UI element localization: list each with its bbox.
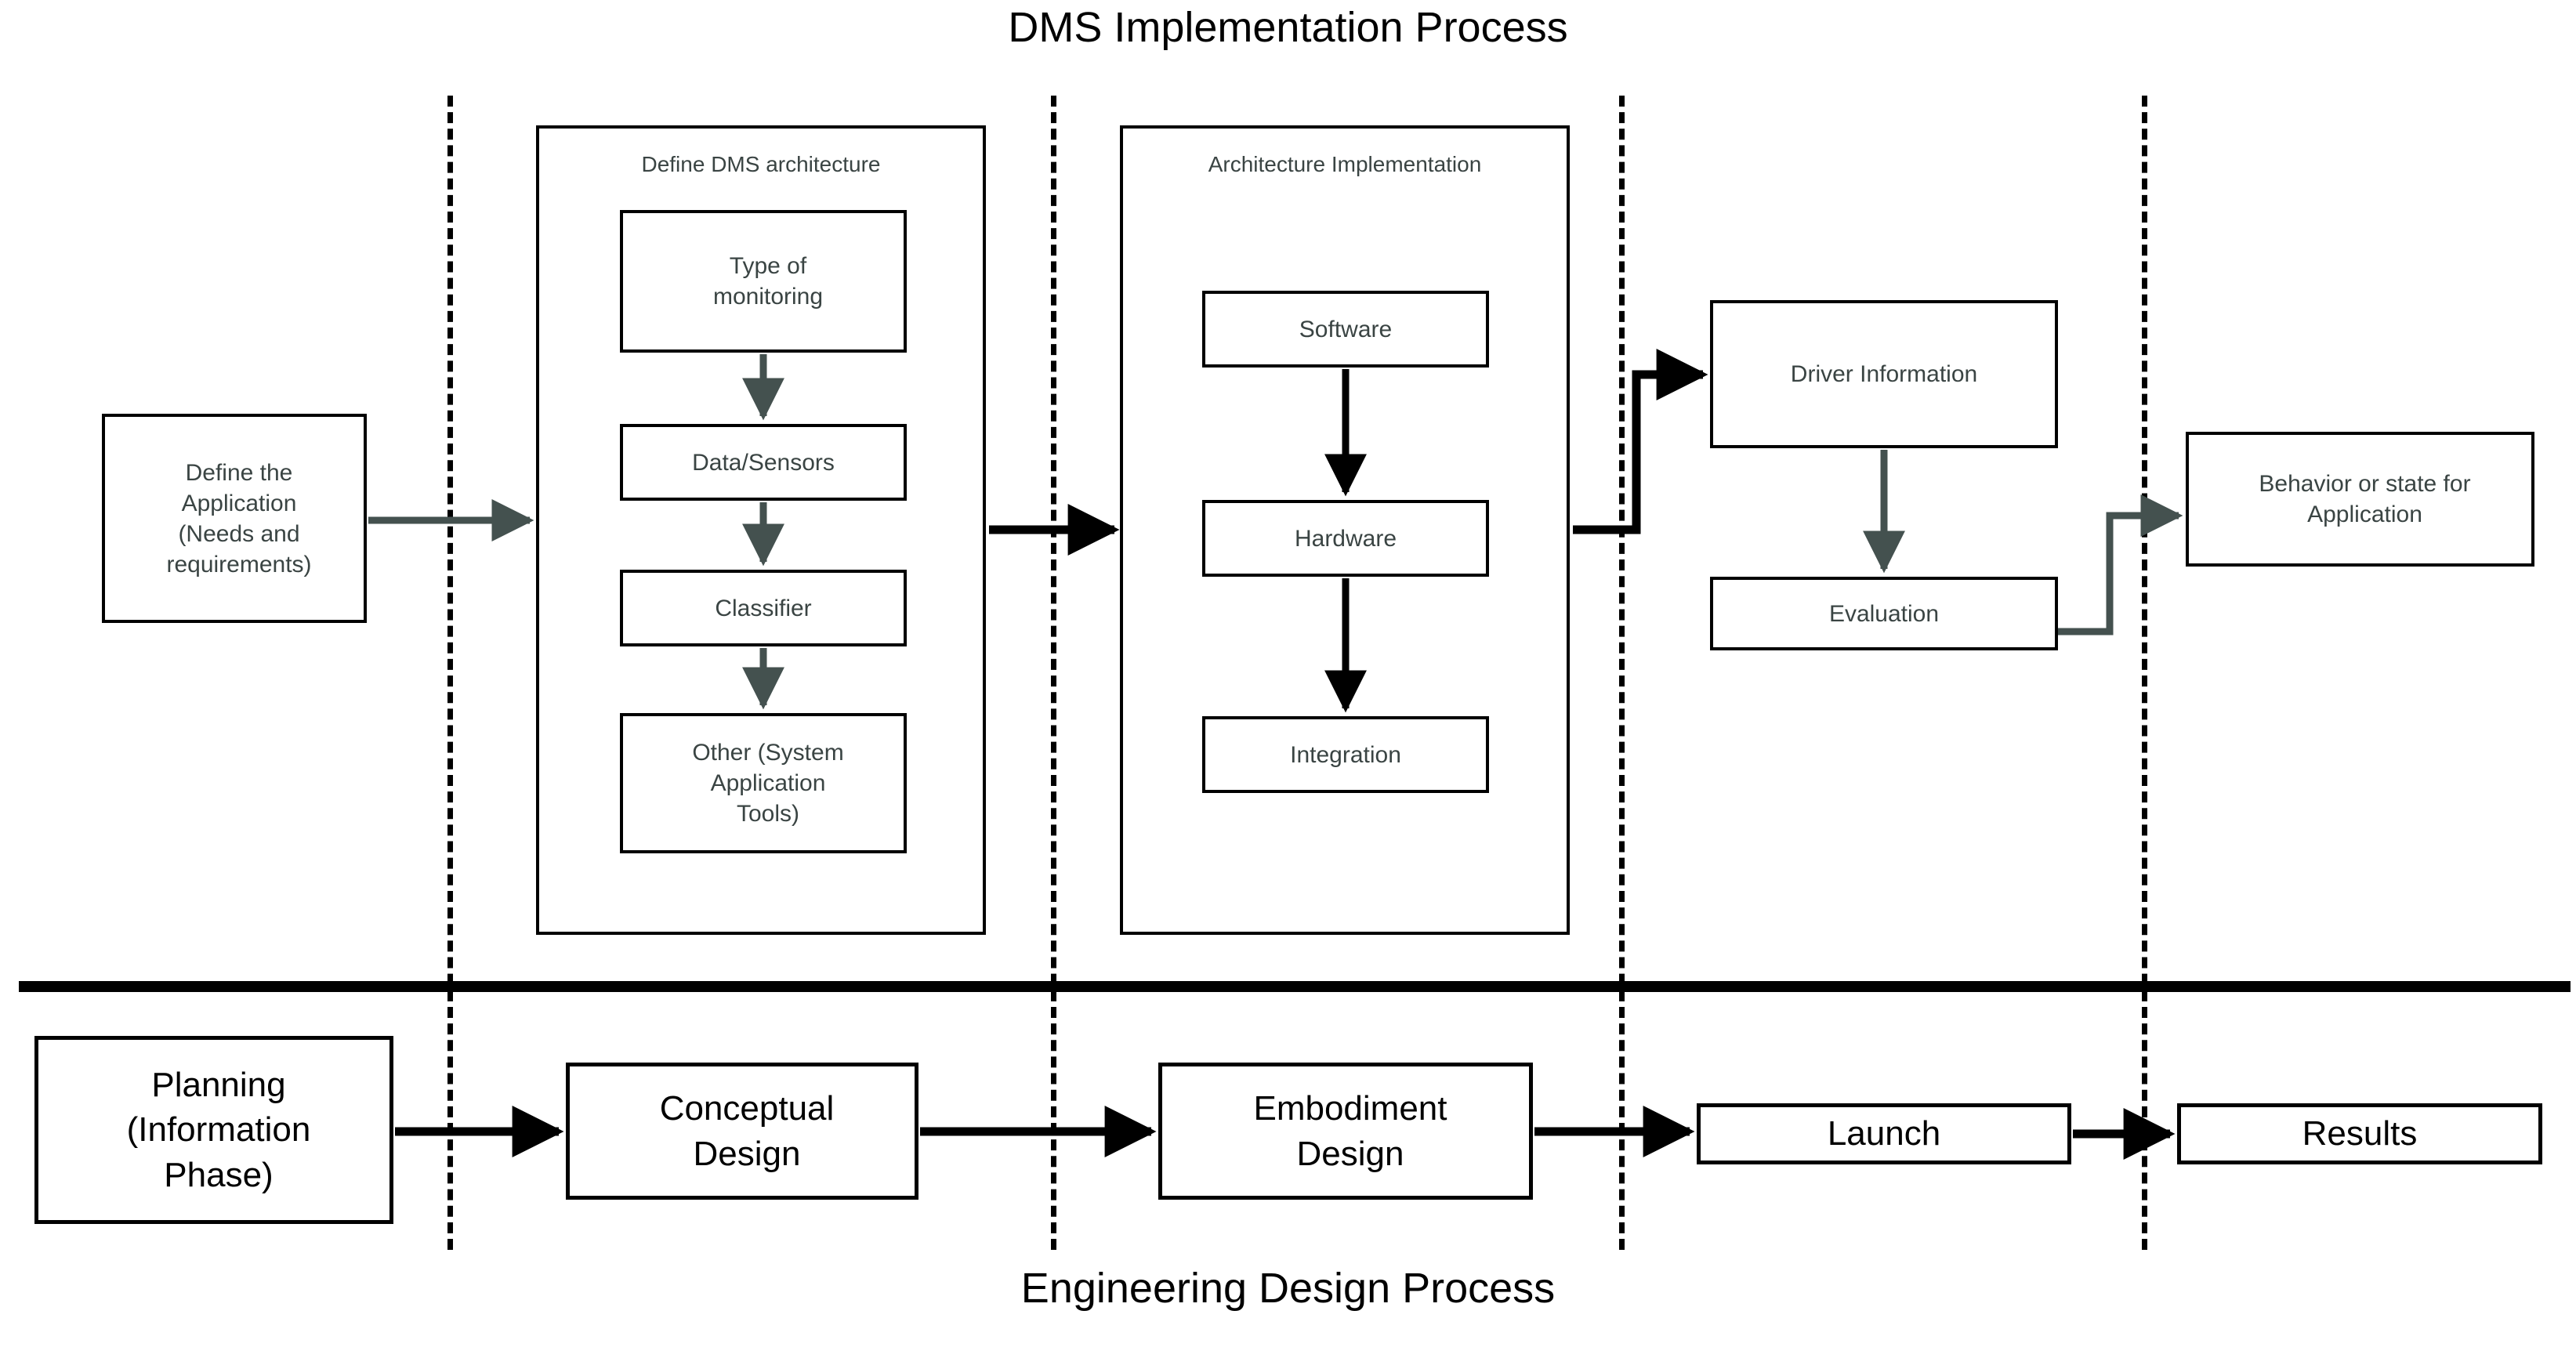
box-line: (Information [126, 1110, 311, 1150]
box-driver-information[interactable]: Driver Information [1710, 300, 2058, 448]
box-line: Results [2302, 1114, 2418, 1153]
arrow-evaluation-to-behavior [2058, 494, 2183, 635]
box-line: Other (System [692, 740, 844, 766]
box-line: Planning [151, 1066, 286, 1105]
box-line: (Needs and [178, 520, 300, 547]
box-hardware[interactable]: Hardware [1202, 500, 1489, 577]
box-line: Driver Information [1790, 361, 1978, 387]
page-title-bottom: Engineering Design Process [1020, 1265, 1556, 1312]
box-evaluation[interactable]: Evaluation [1710, 577, 2058, 650]
box-launch[interactable]: Launch [1697, 1103, 2071, 1164]
box-line: Phase) [164, 1155, 274, 1194]
box-line: Type of [729, 253, 807, 279]
box-line: Software [1299, 316, 1393, 342]
box-data-sensors[interactable]: Data/Sensors [620, 424, 907, 501]
box-line: Embodiment [1253, 1089, 1447, 1128]
box-line: Conceptual [659, 1089, 835, 1128]
box-line: Launch [1827, 1114, 1941, 1153]
box-define-application[interactable]: Define the Application (Needs and requir… [102, 414, 367, 623]
box-line: Integration [1290, 741, 1401, 768]
box-integration[interactable]: Integration [1202, 716, 1489, 793]
box-line: Application [2307, 502, 2422, 527]
box-type-of-monitoring[interactable]: Type of monitoring [620, 210, 907, 353]
group-title-define-dms-architecture: Define DMS architecture [641, 152, 881, 176]
box-software[interactable]: Software [1202, 291, 1489, 368]
box-conceptual-design[interactable]: Conceptual Design [566, 1063, 918, 1200]
box-line: Classifier [715, 595, 812, 621]
box-line: Tools) [736, 801, 800, 827]
box-line: requirements) [166, 551, 312, 578]
box-line: Evaluation [1828, 600, 1940, 627]
phase-separator-1 [447, 96, 453, 1250]
page-title-top: DMS Implementation Process [1008, 4, 1568, 51]
phase-separator-4 [2142, 96, 2147, 1250]
box-classifier[interactable]: Classifier [620, 570, 907, 646]
phase-separator-3 [1619, 96, 1625, 1250]
box-line: Data/Sensors [692, 449, 835, 476]
box-planning-information-phase[interactable]: Planning (Information Phase) [34, 1036, 393, 1224]
phase-separator-2 [1051, 96, 1056, 1250]
box-line: Define the [185, 459, 293, 486]
group-title-architecture-implementation: Architecture Implementation [1208, 152, 1482, 176]
lane-divider [19, 981, 2571, 992]
box-line: Design [693, 1134, 801, 1173]
arrow-implementation-to-driver-information [1573, 349, 1708, 534]
box-line: Application [181, 490, 297, 516]
box-other-system-application-tools[interactable]: Other (System Application Tools) [620, 713, 907, 853]
box-line: monitoring [712, 284, 824, 310]
box-line: Application [710, 770, 826, 796]
box-results[interactable]: Results [2177, 1103, 2542, 1164]
box-behavior-or-state-for-application[interactable]: Behavior or state for Application [2186, 432, 2534, 567]
box-line: Design [1296, 1134, 1404, 1173]
box-line: Behavior or state for [2259, 471, 2471, 497]
box-embodiment-design[interactable]: Embodiment Design [1158, 1063, 1533, 1200]
box-line: Hardware [1294, 525, 1397, 552]
